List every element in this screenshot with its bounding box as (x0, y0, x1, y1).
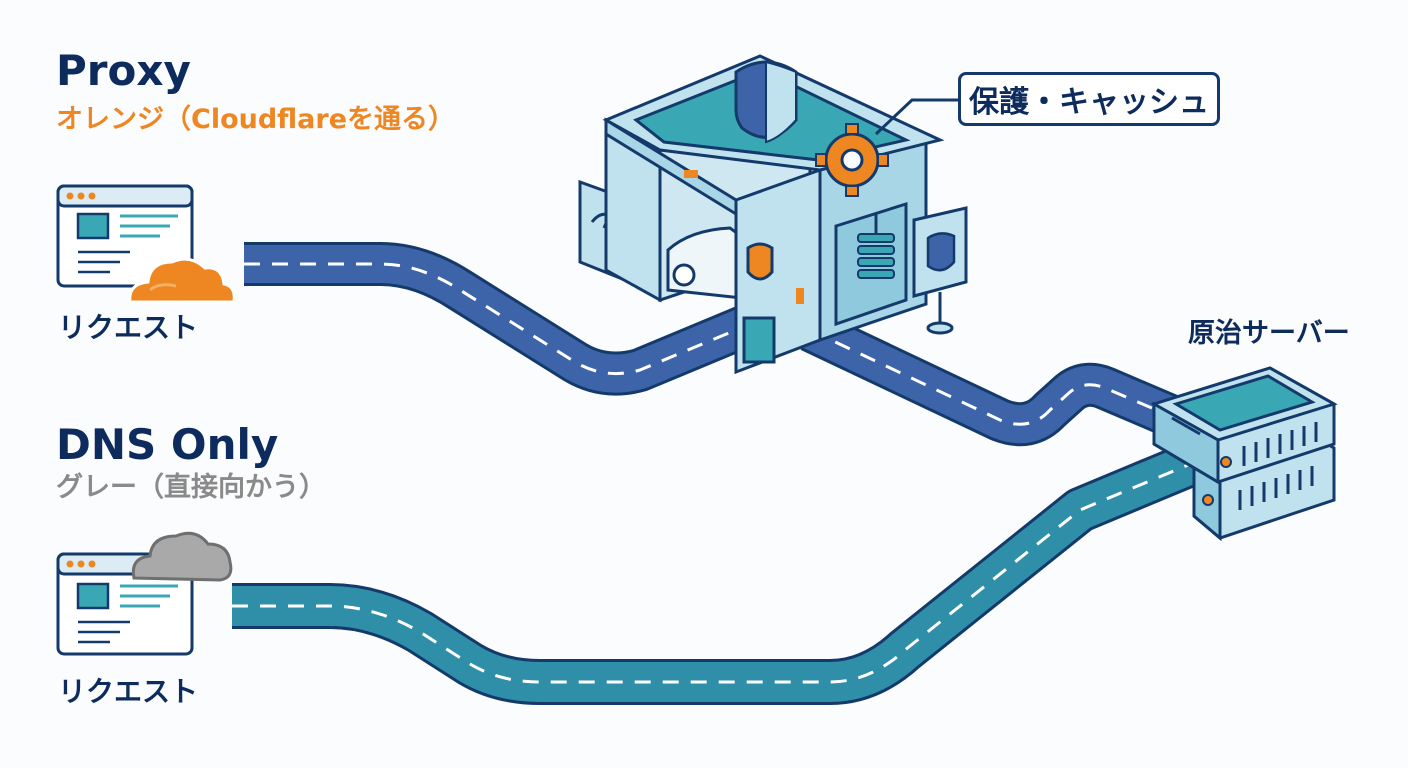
proxy-request-label: リクエスト (58, 311, 199, 344)
proxy-road (244, 242, 1189, 447)
protect-cache-callout: 保護・キャッシュ (958, 72, 1220, 126)
proxy-subtitle: オレンジ（Cloudflareを通る） (56, 104, 456, 135)
sign-shield-icon (912, 206, 968, 335)
gear-icon (815, 123, 889, 197)
origin-server-label: 原治サーバー (1188, 318, 1350, 349)
dns-road (232, 438, 1209, 705)
gray-cloud-icon (131, 531, 233, 582)
cloudflare-gateway-building (578, 54, 968, 375)
proxy-title: Proxy (56, 46, 191, 95)
dns-request-label: リクエスト (58, 675, 199, 708)
dns-title: DNS Only (56, 420, 279, 469)
dns-subtitle: グレー（直接向かう） (56, 472, 326, 503)
orange-cloud-icon (128, 257, 236, 304)
proxy-browser-window (56, 184, 194, 288)
callout-leader-line (874, 98, 958, 136)
shield-icon (734, 60, 798, 144)
origin-server (1150, 366, 1338, 542)
coil-icon (857, 214, 895, 279)
